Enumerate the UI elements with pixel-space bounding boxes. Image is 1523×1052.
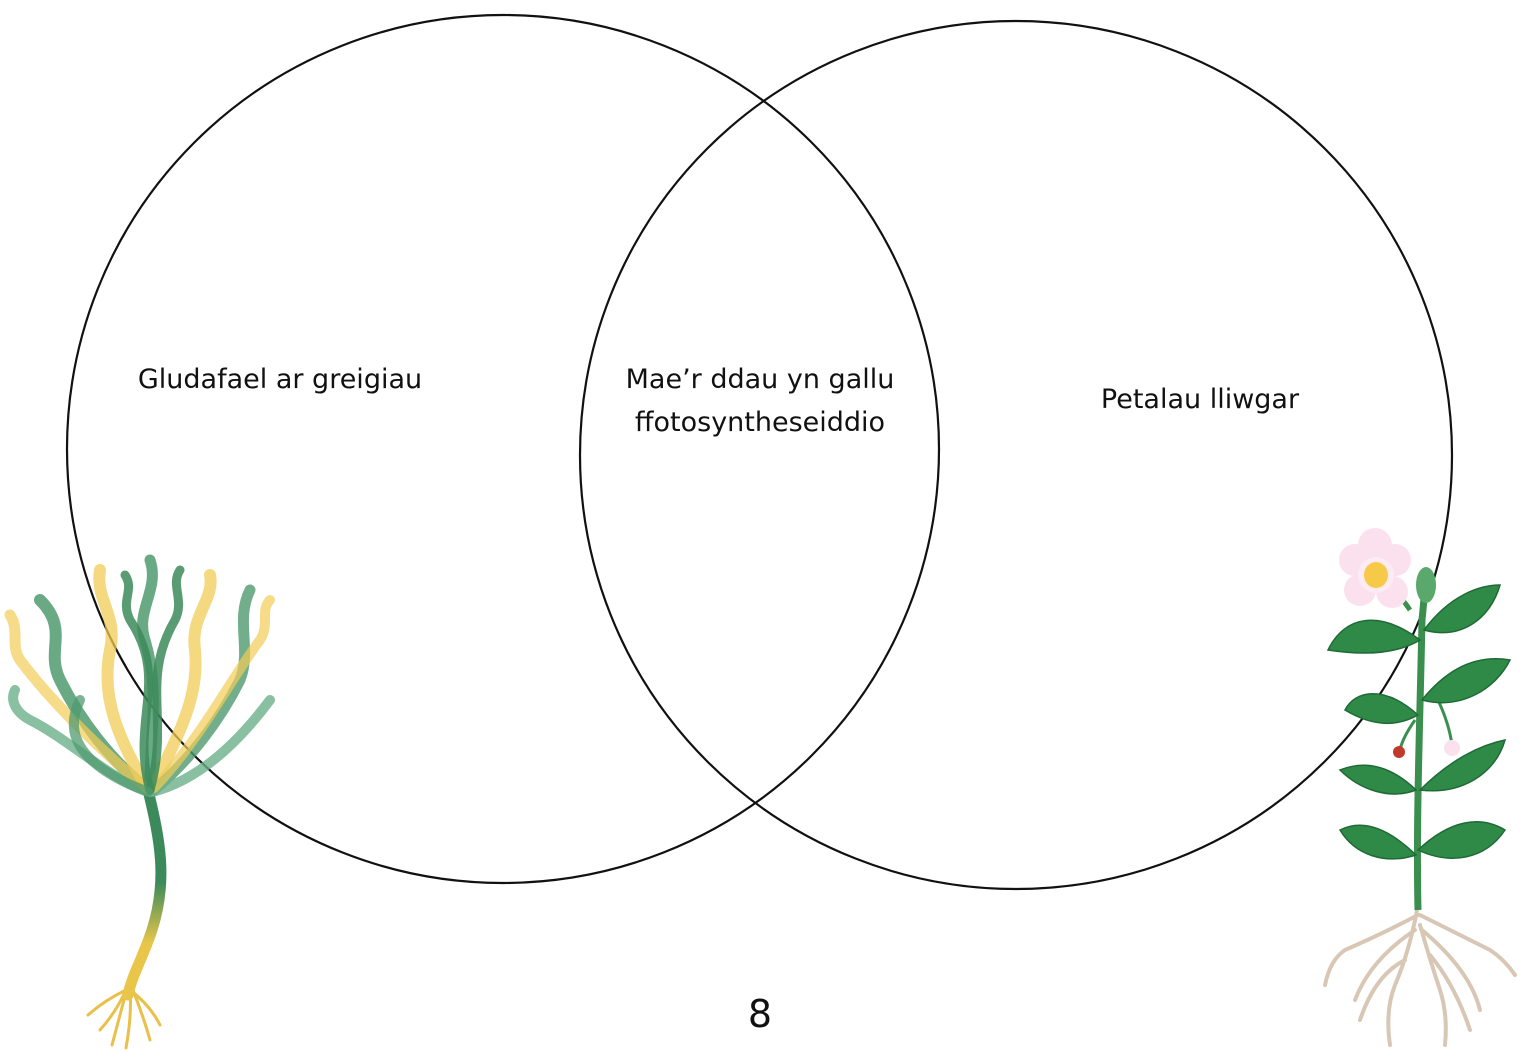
left-circle-label: Gludafael ar greigiau: [137, 364, 423, 395]
intersection-label: Mae’r ddau yn gallu ffotosyntheseiddio: [625, 364, 895, 438]
seaweed-illustration: [4, 554, 275, 1050]
page-number: 8: [747, 992, 773, 1036]
right-circle-label: Petalau lliwgar: [1100, 384, 1300, 415]
left-circle: [65, 13, 941, 885]
flowering-plant-illustration: [1323, 528, 1517, 1047]
right-circle: [578, 19, 1454, 891]
